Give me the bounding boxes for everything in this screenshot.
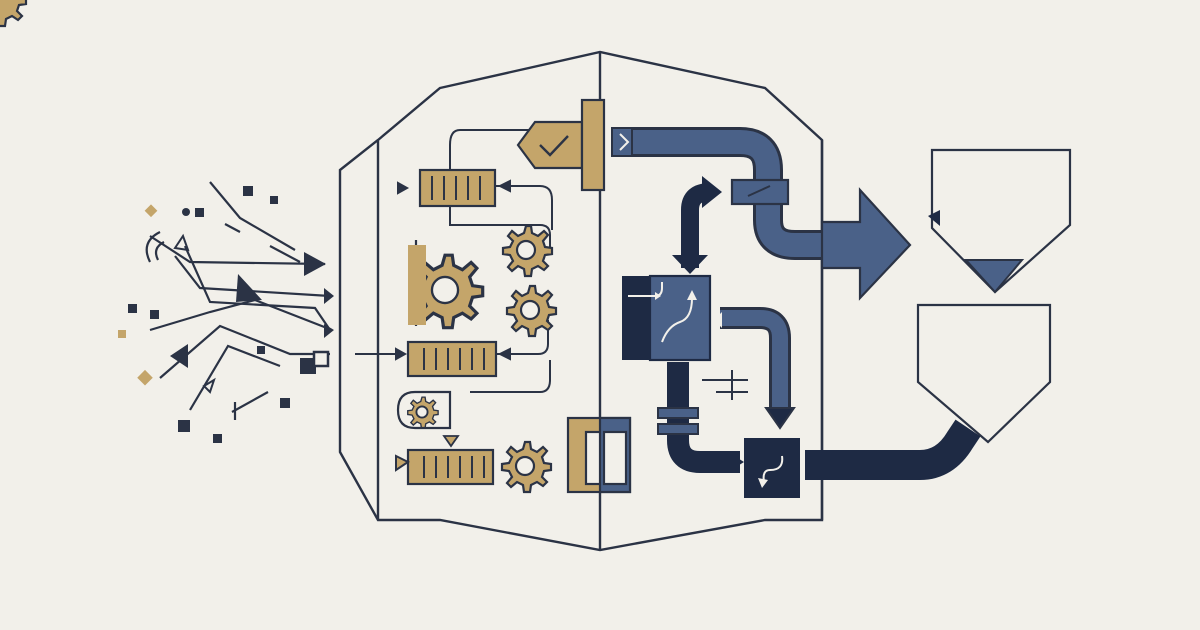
outlet-unit-icon (744, 438, 800, 498)
small-gear-icon (407, 396, 439, 429)
funnel-drop-icon (442, 435, 460, 448)
not-equal-icon (702, 370, 748, 400)
scattered-input-icon (145, 181, 333, 420)
gear-icon-2 (505, 284, 558, 338)
gear-housing-icon (408, 245, 426, 325)
conveyor-intake-icon (395, 454, 410, 472)
gear-icon-3 (500, 440, 553, 494)
scatter-markers (118, 186, 334, 443)
gear-icon (0, 0, 28, 28)
funnel-icon-2 (916, 303, 1052, 444)
output-arrow-icon (820, 187, 912, 301)
gear-box-icon (396, 390, 452, 430)
funnel-icon (928, 148, 1072, 294)
control-unit-icon (622, 274, 722, 370)
check-valve-icon (516, 98, 606, 192)
pipe-fittings (611, 127, 796, 472)
conveyor-slats (423, 176, 485, 478)
large-gear-icon (410, 253, 485, 330)
gold-bracket-icon (566, 416, 632, 494)
gear-icon-1 (501, 224, 554, 278)
